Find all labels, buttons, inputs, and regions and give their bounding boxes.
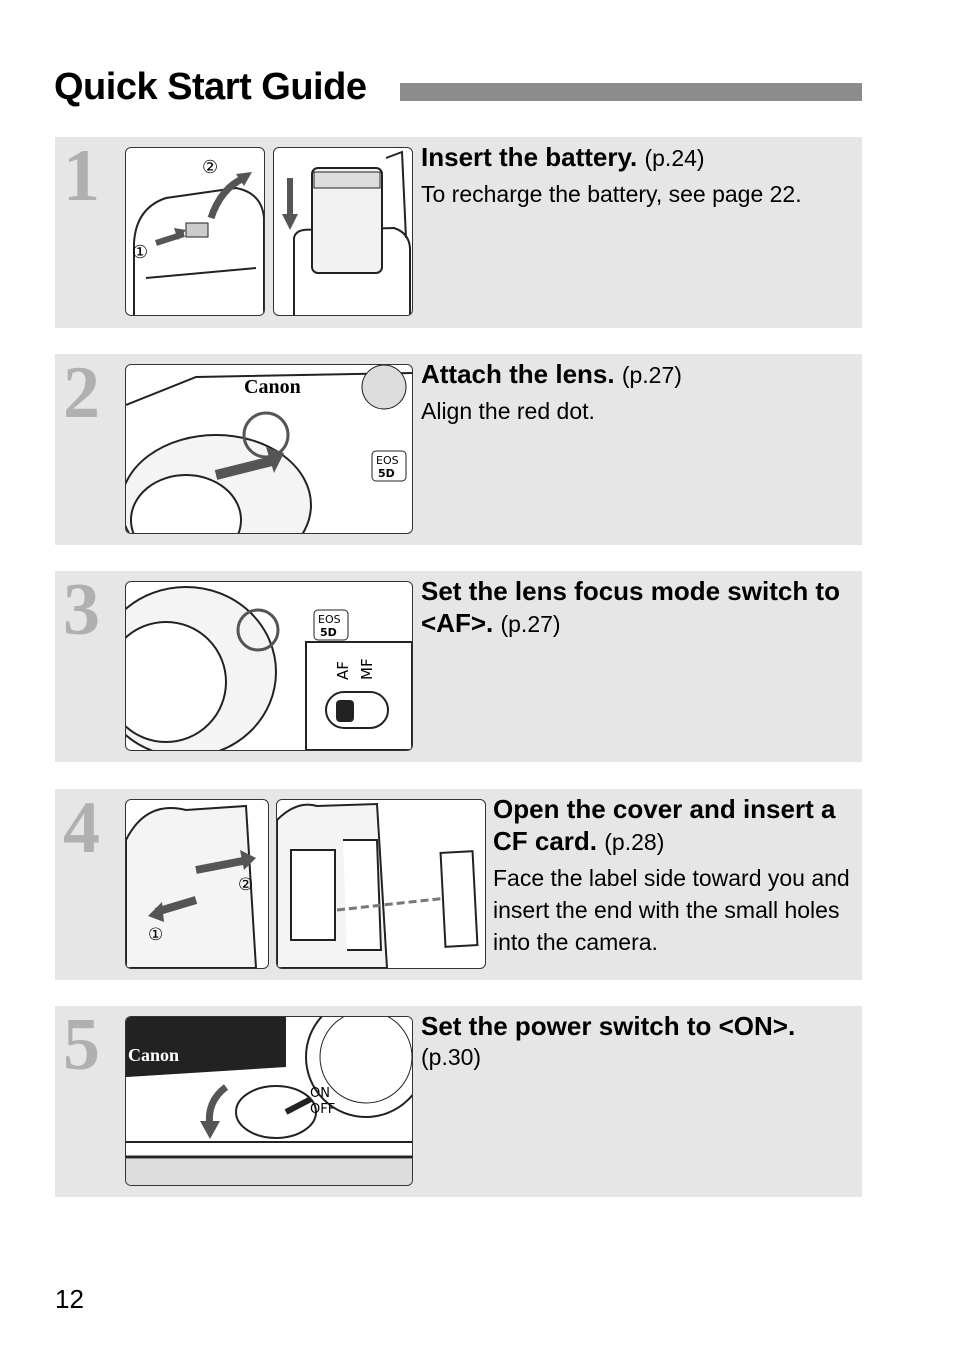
mark-2: ② [202, 157, 218, 178]
heading-text: Attach the lens. [421, 359, 615, 389]
step-4: 4 ② ① Open the cover and insert a CF car… [55, 789, 862, 980]
card-insert-illustration [276, 799, 486, 969]
battery-insert-illustration [273, 147, 413, 316]
brand-logo: Canon [128, 1045, 179, 1065]
focus-switch-illustration: EOS 5D AF MF [125, 581, 413, 751]
step-number: 1 [63, 135, 100, 217]
step-5: 5 Canon ON OFF Set the power switch to <… [55, 1006, 862, 1197]
title-rule [400, 83, 862, 101]
step-3: 3 EOS 5D AF MF Set the lens focus mode s… [55, 571, 862, 762]
step-text: Set the lens focus mode switch to <AF>. … [421, 575, 851, 640]
step-description: To recharge the battery, see page 22. [421, 181, 802, 207]
step-1: 1 ② ① Insert the battery. (p.24) To rech… [55, 137, 862, 328]
page-ref: (p.30) [421, 1044, 482, 1070]
card-cover-illustration: ② ① [125, 799, 269, 969]
step-number: 2 [63, 352, 100, 434]
page-ref: (p.24) [644, 145, 705, 171]
model-badge-top: EOS [376, 454, 399, 467]
mark-1: ① [132, 242, 148, 263]
lens-attach-illustration: Canon EOS 5D [125, 364, 413, 534]
page-ref: (p.27) [621, 362, 682, 388]
step-heading: Open the cover and insert a CF card. (p.… [493, 793, 855, 858]
step-heading: Set the power switch to <ON>. [421, 1011, 796, 1041]
switch-label-on: ON [310, 1086, 330, 1101]
page-title: Quick Start Guide [54, 66, 367, 108]
switch-label-mf: MF [358, 658, 376, 680]
model-badge-bottom: 5D [378, 467, 395, 480]
heading-text: Set the lens focus mode switch to <AF>. [421, 576, 840, 638]
step-description: Face the label side toward you and inser… [493, 865, 850, 955]
step-text: Set the power switch to <ON>. (p.30) [421, 1010, 851, 1072]
heading-text: Insert the battery. [421, 142, 638, 172]
heading-text: Open the cover and insert a CF card. [493, 794, 836, 856]
step-2: 2 Canon EOS 5D Attach the lens. (p.27) A… [55, 354, 862, 545]
page-ref: (p.27) [500, 611, 561, 637]
mark-2: ② [238, 875, 253, 895]
mark-1: ① [148, 925, 163, 945]
step-number: 5 [63, 1004, 100, 1086]
step-heading: Insert the battery. (p.24) [421, 141, 851, 174]
step-number: 4 [63, 787, 100, 869]
battery-cover-illustration: ② ① [125, 147, 265, 316]
step-text: Open the cover and insert a CF card. (p.… [493, 793, 855, 958]
model-badge-top: EOS [318, 613, 341, 626]
step-heading: Attach the lens. (p.27) [421, 358, 851, 391]
page-number: 12 [55, 1284, 84, 1314]
page-ref: (p.28) [604, 829, 665, 855]
brand-logo: Canon [244, 376, 301, 398]
step-text: Attach the lens. (p.27) Align the red do… [421, 358, 851, 427]
step-description: Align the red dot. [421, 398, 595, 424]
switch-label-off: OFF [310, 1102, 335, 1117]
step-text: Insert the battery. (p.24) To recharge t… [421, 141, 851, 210]
step-number: 3 [63, 569, 100, 651]
switch-label-af: AF [334, 661, 352, 680]
model-badge-bottom: 5D [320, 626, 337, 639]
step-heading: Set the lens focus mode switch to <AF>. … [421, 575, 851, 640]
power-switch-illustration: Canon ON OFF [125, 1016, 413, 1186]
